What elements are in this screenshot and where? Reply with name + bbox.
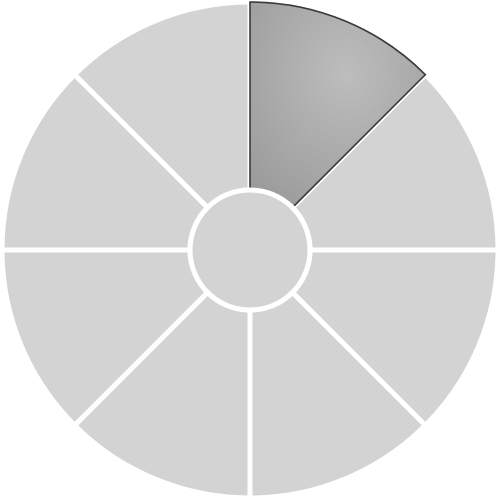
- wheel-center-hub[interactable]: [187, 187, 313, 313]
